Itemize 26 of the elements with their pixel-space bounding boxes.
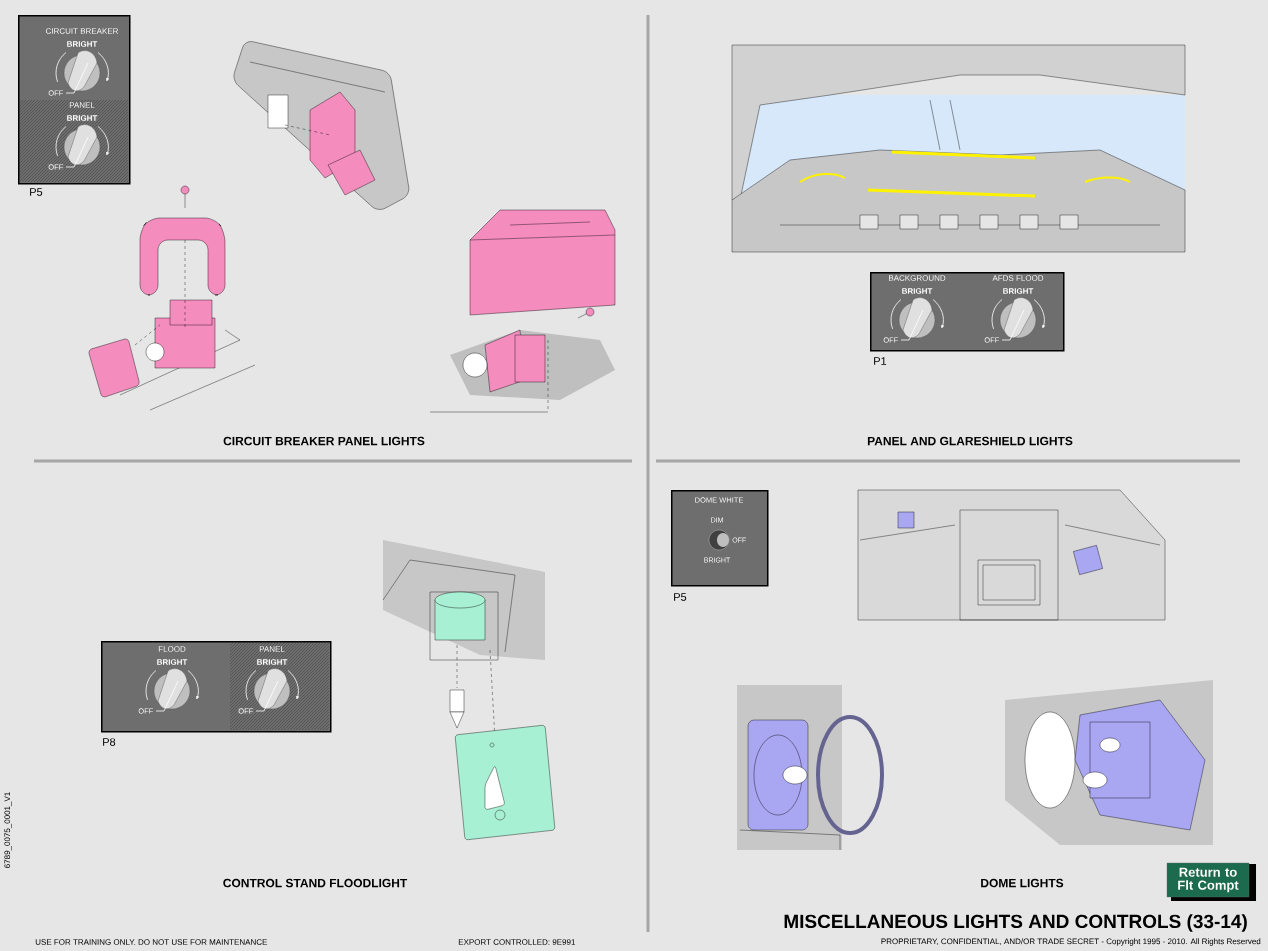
footer-note: EXPORT CONTROLLED: 9E991 (458, 939, 576, 945)
switch-label: BRIGHT (156, 658, 188, 666)
switch-label: BRIGHT (256, 658, 288, 666)
panel-number: P5 (674, 593, 687, 601)
footer-note: PROPRIETARY, CONFIDENTIAL, AND/OR TRADE SECRET - Copyright 1995 - 2010. All Rights Reserved (881, 938, 1261, 946)
switch-label: BACKGROUND (889, 275, 946, 281)
section-caption: PANEL AND GLARESHIELD LIGHTS (867, 436, 1073, 446)
title: MISCELLANEOUS LIGHTS AND CONTROLS (33-14) (784, 914, 1247, 932)
switch-label: BRIGHT (901, 287, 933, 295)
switch-label: AFDS FLOOD (992, 275, 1044, 281)
section-caption: DOME LIGHTS (981, 878, 1064, 888)
switch-label: FLOOD (158, 646, 186, 652)
panel-number: P8 (103, 738, 116, 746)
return-button: Return to Flt Compt (1166, 862, 1256, 901)
switch-label: CIRCUIT BREAKER (45, 28, 119, 34)
switch-label: PANEL (259, 646, 285, 652)
switch-label: BRIGHT (66, 40, 98, 48)
footer-note: USE FOR TRAINING ONLY. DO NOT USE FOR MAINTENANCE (35, 939, 267, 945)
switch-label: BRIGHT (66, 114, 98, 122)
panel-number: P1 (874, 357, 887, 365)
panel-number: P5 (30, 188, 43, 196)
document-number: 6789_0075_0001_V1 (4, 792, 12, 868)
section-caption: CIRCUIT BREAKER PANEL LIGHTS (223, 436, 425, 446)
switch-label: PANEL (69, 102, 95, 108)
section-caption: CONTROL STAND FLOODLIGHT (223, 878, 408, 888)
switch-label: BRIGHT (1002, 287, 1034, 295)
